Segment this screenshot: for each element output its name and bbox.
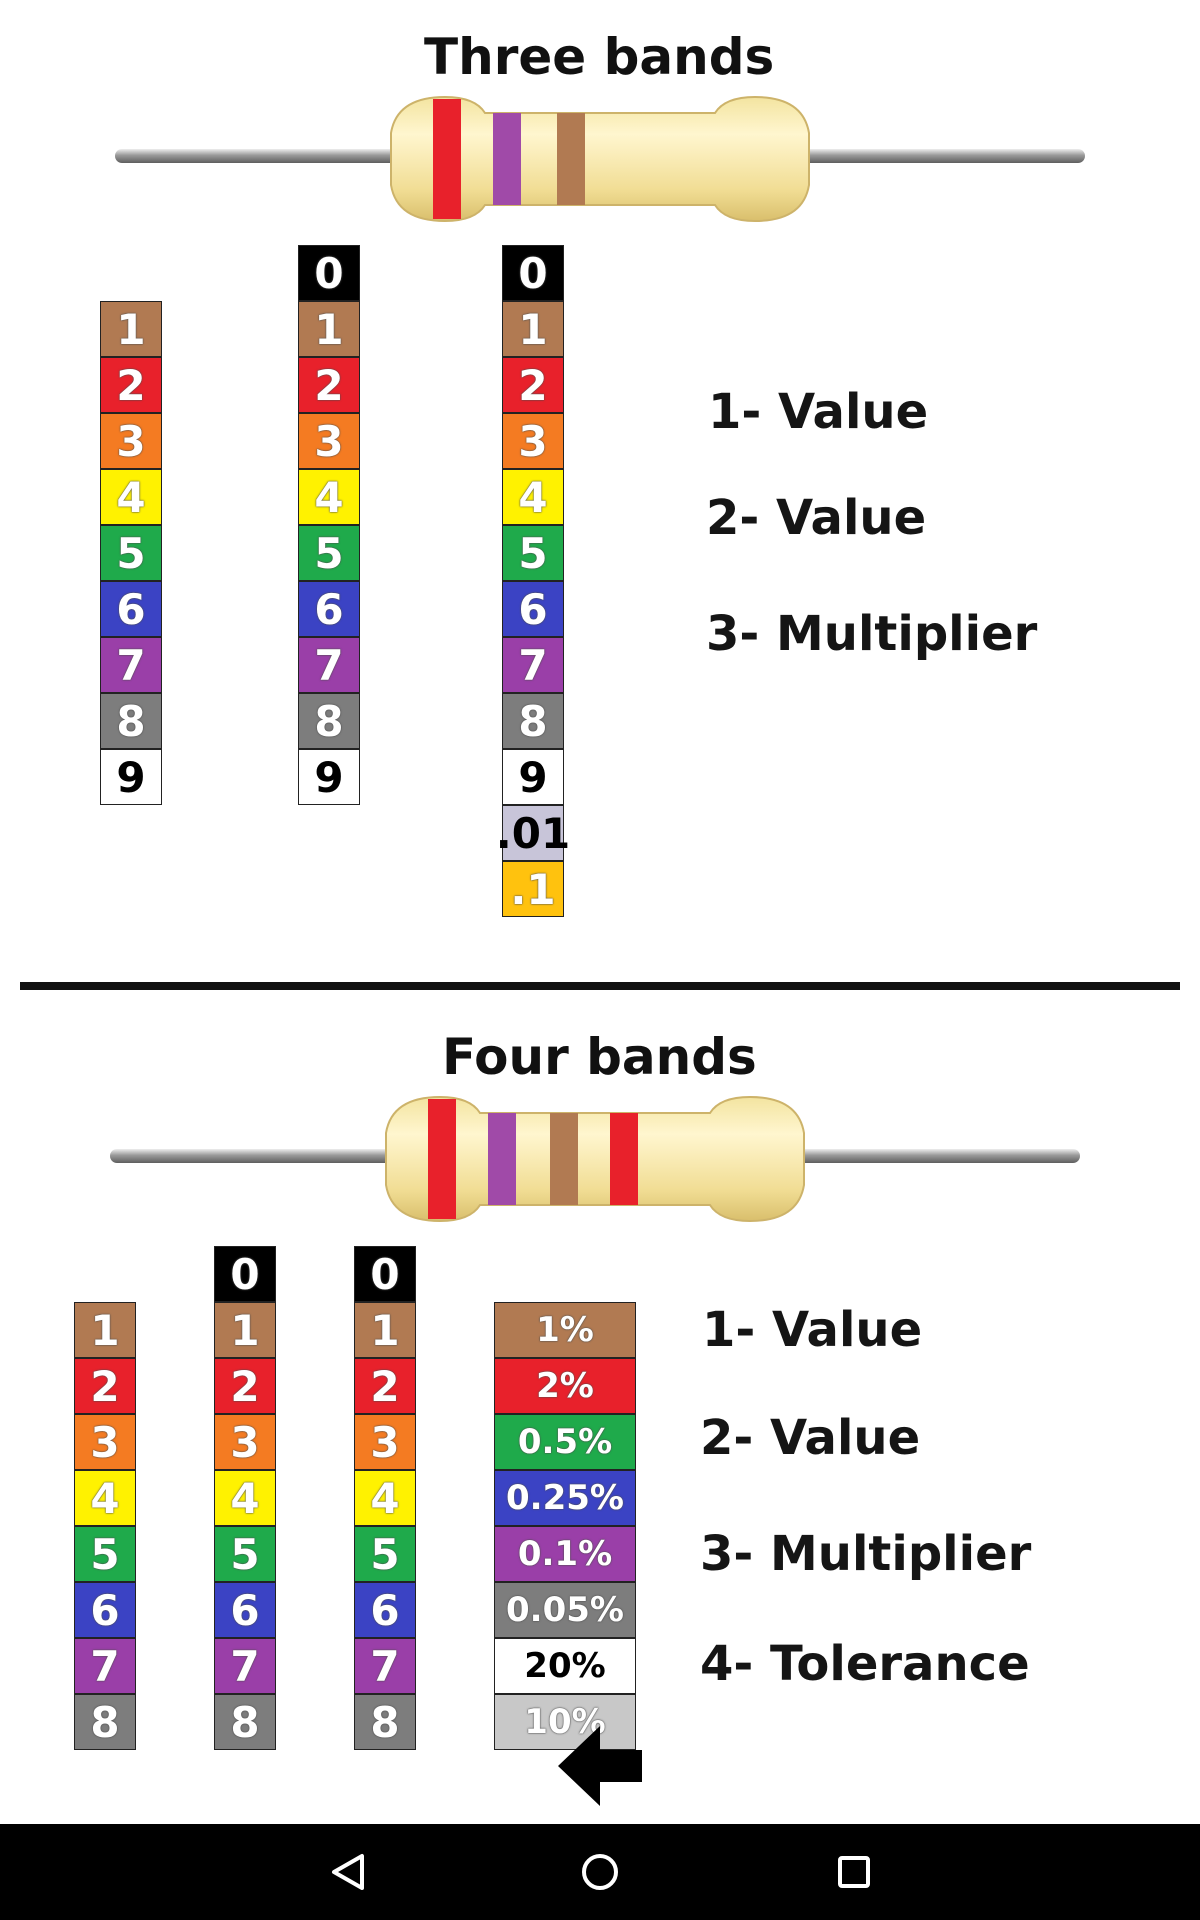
color-code-cell: 6	[298, 581, 360, 637]
color-code-cell: 8	[354, 1694, 416, 1750]
tolerance-cell: 0.5%	[494, 1414, 636, 1470]
color-code-cell: 6	[354, 1582, 416, 1638]
color-code-cell: 3	[354, 1414, 416, 1470]
three-bands-label-2: 2- Value	[706, 490, 927, 546]
color-code-cell: 6	[502, 581, 564, 637]
resistor-band	[557, 113, 585, 205]
resistor-lead-right	[775, 1149, 1080, 1163]
color-code-cell: 0	[502, 245, 564, 301]
four-band-resistor	[385, 1095, 805, 1223]
color-code-cell: 4	[100, 469, 162, 525]
tolerance-cell: 2%	[494, 1358, 636, 1414]
color-code-cell: 4	[298, 469, 360, 525]
color-code-cell: 1	[74, 1302, 136, 1358]
tolerance-cell: 0.05%	[494, 1582, 636, 1638]
section-divider	[20, 982, 1180, 990]
four-bands-label-3: 3- Multiplier	[700, 1526, 1032, 1582]
resistor-lead-left	[115, 149, 415, 163]
resistor-band	[428, 1099, 456, 1219]
home-circle-icon[interactable]	[580, 1852, 620, 1892]
color-code-cell: 2	[100, 357, 162, 413]
color-code-cell: 5	[74, 1526, 136, 1582]
tolerance-cell: 10%	[494, 1694, 636, 1750]
color-code-cell: 6	[100, 581, 162, 637]
color-code-cell: .01	[496, 805, 570, 861]
four-bands-title: Four bands	[442, 1028, 757, 1086]
three-bands-title: Three bands	[424, 28, 775, 86]
color-code-cell: 2	[298, 357, 360, 413]
color-code-cell: 1	[354, 1302, 416, 1358]
tolerance-cell: 0.1%	[494, 1526, 636, 1582]
color-code-cell: 2	[74, 1358, 136, 1414]
color-code-cell: 8	[502, 693, 564, 749]
color-code-cell: 9	[100, 749, 162, 805]
four-bands-label-4: 4- Tolerance	[700, 1636, 1030, 1692]
color-code-cell: 3	[74, 1414, 136, 1470]
resistor-band	[433, 99, 461, 219]
color-code-cell: 6	[74, 1582, 136, 1638]
color-code-cell: 0	[214, 1246, 276, 1302]
three-band-resistor	[390, 95, 810, 223]
color-code-cell: 3	[100, 413, 162, 469]
color-code-cell: 0	[354, 1246, 416, 1302]
back-arrow-icon[interactable]	[556, 1724, 646, 1808]
color-code-cell: 2	[502, 357, 564, 413]
color-code-cell: 1	[100, 301, 162, 357]
color-code-cell: 7	[100, 637, 162, 693]
color-code-cell: 2	[214, 1358, 276, 1414]
color-code-cell: 7	[354, 1638, 416, 1694]
color-code-cell: 7	[298, 637, 360, 693]
tolerance-cell: 0.25%	[494, 1470, 636, 1526]
color-code-cell: 8	[214, 1694, 276, 1750]
color-code-cell: .1	[502, 861, 564, 917]
color-code-cell: 3	[502, 413, 564, 469]
tolerance-cell: 1%	[494, 1302, 636, 1358]
color-code-cell: 4	[74, 1470, 136, 1526]
color-code-cell: 5	[354, 1526, 416, 1582]
recents-square-icon[interactable]	[836, 1854, 872, 1890]
color-code-cell: 5	[100, 525, 162, 581]
color-code-cell: 7	[214, 1638, 276, 1694]
color-code-cell: 8	[298, 693, 360, 749]
color-code-cell: 2	[354, 1358, 416, 1414]
color-code-cell: 3	[298, 413, 360, 469]
three-bands-label-1: 1- Value	[708, 384, 929, 440]
color-code-cell: 9	[502, 749, 564, 805]
four-bands-label-2: 2- Value	[700, 1410, 921, 1466]
color-code-cell: 5	[214, 1526, 276, 1582]
color-code-cell: 3	[214, 1414, 276, 1470]
color-code-cell: 4	[214, 1470, 276, 1526]
color-code-cell: 7	[74, 1638, 136, 1694]
color-code-cell: 9	[298, 749, 360, 805]
three-bands-label-3: 3- Multiplier	[706, 606, 1038, 662]
four-bands-label-1: 1- Value	[702, 1302, 923, 1358]
resistor-band	[493, 113, 521, 205]
color-code-cell: 5	[502, 525, 564, 581]
color-code-cell: 5	[298, 525, 360, 581]
resistor-band	[488, 1113, 516, 1205]
color-code-cell: 8	[100, 693, 162, 749]
color-code-cell: 0	[298, 245, 360, 301]
color-code-cell: 4	[502, 469, 564, 525]
color-code-cell: 7	[502, 637, 564, 693]
color-code-cell: 4	[354, 1470, 416, 1526]
back-triangle-icon[interactable]	[328, 1852, 368, 1892]
resistor-lead-right	[780, 149, 1085, 163]
color-code-cell: 6	[214, 1582, 276, 1638]
tolerance-cell: 20%	[494, 1638, 636, 1694]
color-code-cell: 1	[298, 301, 360, 357]
system-navigation-bar	[0, 1824, 1200, 1920]
color-code-cell: 8	[74, 1694, 136, 1750]
resistor-band	[550, 1113, 578, 1205]
color-code-cell: 1	[214, 1302, 276, 1358]
resistor-lead-left	[110, 1149, 410, 1163]
color-code-cell: 1	[502, 301, 564, 357]
resistor-band	[610, 1113, 638, 1205]
